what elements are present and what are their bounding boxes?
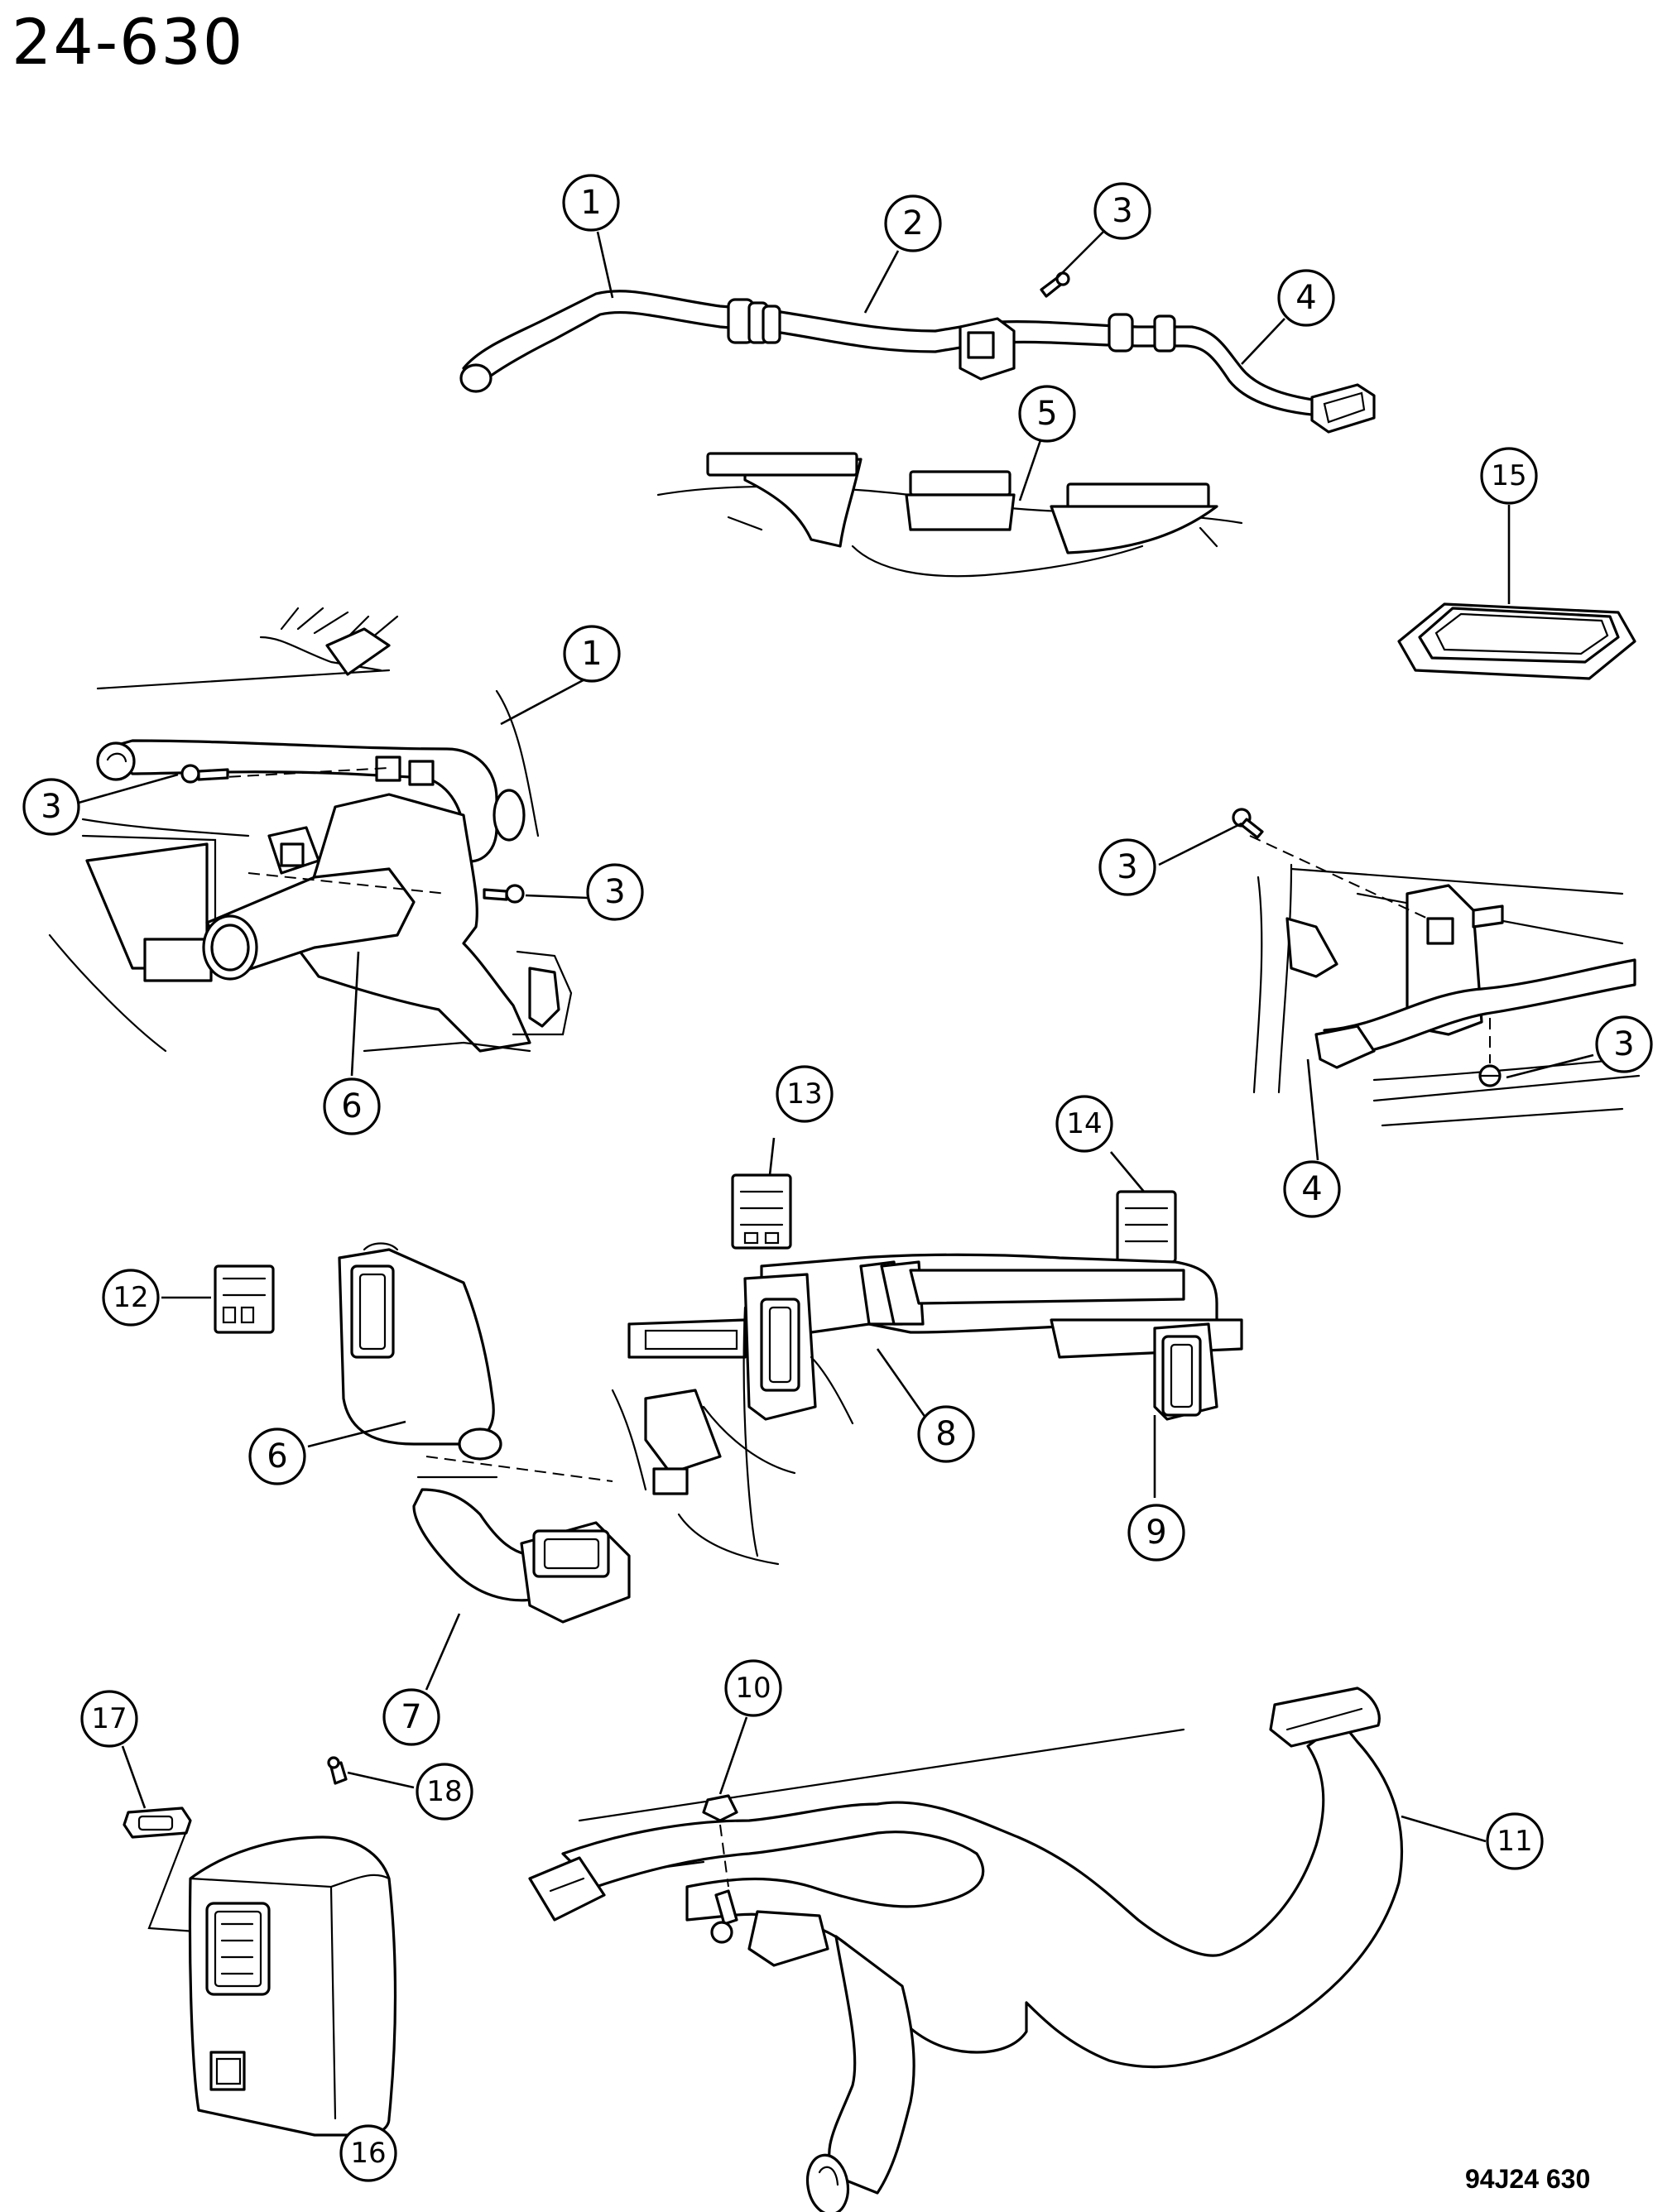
callout-17: 17: [80, 1690, 138, 1748]
svg-text:18: 18: [426, 1775, 462, 1808]
svg-text:3: 3: [1613, 1025, 1634, 1063]
callout-5: 5: [1018, 385, 1076, 443]
callout-14: 14: [1055, 1095, 1113, 1153]
svg-text:1: 1: [580, 184, 601, 222]
svg-text:4: 4: [1301, 1170, 1322, 1208]
svg-text:14: 14: [1066, 1107, 1102, 1140]
svg-text:13: 13: [786, 1077, 822, 1111]
svg-text:1: 1: [581, 635, 602, 673]
callout-4: 4: [1277, 269, 1335, 327]
callout-15: 15: [1480, 447, 1538, 505]
switch-12: [214, 1264, 275, 1334]
svg-text:6: 6: [267, 1437, 287, 1475]
duct-seal: [1397, 602, 1636, 680]
screw-icon: [1478, 1064, 1502, 1087]
svg-text:5: 5: [1036, 395, 1057, 433]
svg-text:11: 11: [1497, 1825, 1532, 1858]
callout-2: 2: [884, 194, 942, 252]
callout-6: 6: [248, 1427, 306, 1485]
switch-14: [1116, 1190, 1177, 1264]
svg-text:3: 3: [1117, 848, 1137, 886]
svg-text:8: 8: [935, 1415, 956, 1453]
callout-1: 1: [562, 174, 620, 232]
callout-7: 7: [382, 1688, 440, 1746]
left-side-duct-area: [48, 607, 573, 1053]
callout-1: 1: [563, 625, 621, 683]
callout-3: 3: [1098, 838, 1156, 896]
floor-duct-assembly: [528, 1687, 1404, 2212]
screw-icon: [1232, 808, 1264, 839]
svg-text:17: 17: [91, 1702, 127, 1735]
figure-code: 94J24 630: [1465, 2164, 1591, 2194]
duct-coupler-left: [727, 298, 781, 344]
callout-3: 3: [22, 778, 80, 836]
callout-18: 18: [416, 1763, 473, 1821]
callout-8: 8: [917, 1405, 975, 1463]
right-side-duct-area: [1232, 808, 1641, 1127]
svg-text:15: 15: [1491, 459, 1526, 492]
svg-text:2: 2: [902, 204, 923, 242]
bulb-17: [123, 1807, 192, 1839]
callout-3: 3: [586, 863, 644, 921]
svg-text:12: 12: [113, 1281, 148, 1314]
leader-lines: [78, 231, 1594, 2157]
callout-11: 11: [1486, 1812, 1544, 1870]
page-title: 24-630: [12, 5, 245, 79]
svg-text:3: 3: [1112, 192, 1132, 230]
callouts: 1 2 3 4 5 15 1 3 3 6 3 3 4 13 14 12 6 8 …: [22, 174, 1653, 2182]
screw-icon: [180, 764, 229, 784]
callout-6: 6: [323, 1077, 381, 1135]
screw-icon: [1040, 271, 1070, 298]
center-bracket: [959, 317, 1016, 381]
svg-text:3: 3: [41, 788, 61, 826]
callout-9: 9: [1127, 1504, 1185, 1562]
callout-3: 3: [1093, 182, 1151, 240]
clip-icon: [710, 1889, 738, 1944]
svg-text:3: 3: [604, 873, 625, 911]
svg-text:9: 9: [1146, 1514, 1166, 1552]
callout-4: 4: [1283, 1160, 1341, 1218]
svg-text:4: 4: [1295, 279, 1316, 317]
defroster-outlet-right: [1310, 383, 1376, 434]
callout-16: 16: [339, 2124, 397, 2182]
svg-text:6: 6: [341, 1087, 362, 1125]
callout-10: 10: [724, 1659, 782, 1717]
screw-icon: [327, 1756, 348, 1785]
defroster-duct-assembly: [459, 271, 1376, 434]
instrument-panel-top: [656, 452, 1243, 578]
callout-13: 13: [776, 1065, 834, 1123]
instrument-panel-duct-assembly: [214, 1173, 1243, 1624]
duct-coupler-right: [1108, 313, 1176, 353]
console-assembly: [123, 1756, 397, 2137]
switch-13: [731, 1173, 792, 1250]
callout-3: 3: [1595, 1015, 1653, 1073]
nut-icon: [702, 1794, 738, 1822]
svg-text:7: 7: [401, 1698, 421, 1736]
callout-12: 12: [102, 1269, 160, 1327]
screw-icon: [483, 884, 525, 904]
svg-text:10: 10: [735, 1672, 771, 1705]
svg-text:16: 16: [350, 2137, 386, 2170]
